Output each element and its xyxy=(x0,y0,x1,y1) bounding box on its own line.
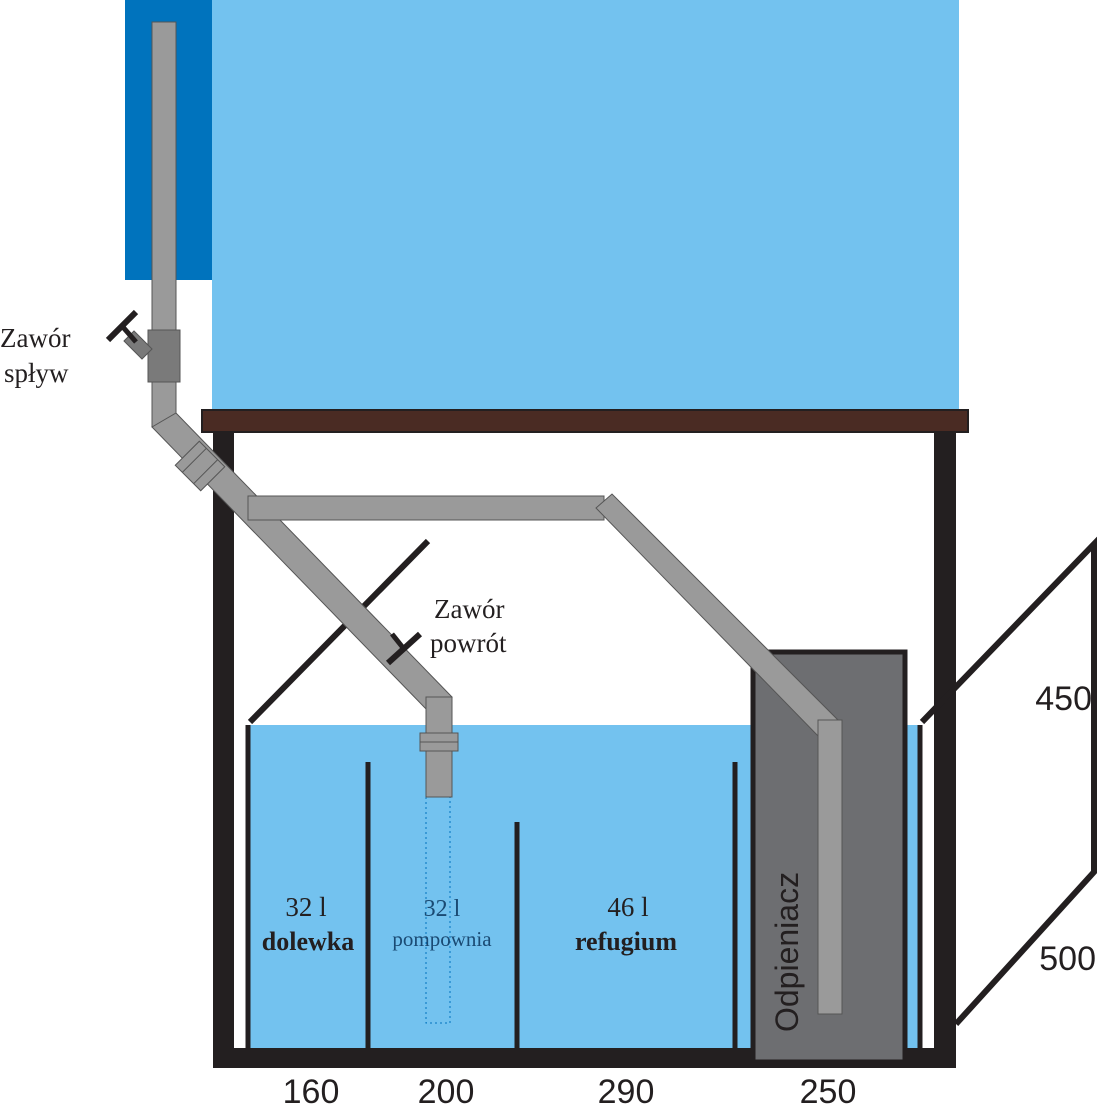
drain-valve-label-line2: spływ xyxy=(4,358,69,388)
stand-leg-left xyxy=(213,432,234,1068)
skimmer-pipe xyxy=(817,719,843,1015)
return-valve-handle-stem xyxy=(390,632,406,651)
width-4: 250 xyxy=(800,1073,857,1107)
chamber-1-volume: 32 l xyxy=(285,892,326,922)
width-2: 200 xyxy=(418,1073,475,1107)
depth-dimension: 500 xyxy=(1039,940,1096,978)
chamber-3-volume: 46 l xyxy=(607,892,648,922)
width-3: 290 xyxy=(598,1073,655,1107)
door-right xyxy=(919,536,1097,1027)
stand-top-shelf xyxy=(201,409,969,433)
chamber-1-name: dolewka xyxy=(262,927,354,956)
door-left xyxy=(247,538,431,725)
chamber-2-volume: 32 l xyxy=(424,896,461,922)
display-tank xyxy=(212,0,959,412)
skimmer-feed-horizontal xyxy=(247,495,605,521)
drain-valve-label-line1: Zawór xyxy=(0,323,70,353)
skimmer-label: Odpieniacz xyxy=(769,872,805,1032)
chamber-2-name: pompownia xyxy=(392,927,492,951)
return-valve-label-line1: Zawór xyxy=(434,594,504,624)
skimmer-feed-diagonal xyxy=(595,493,841,739)
pipe-system xyxy=(123,21,843,1015)
width-1: 160 xyxy=(283,1073,340,1107)
drain-valve-handle-stem xyxy=(120,324,138,344)
return-valve-label-line2: powrót xyxy=(430,628,507,658)
stand-leg-right xyxy=(934,432,956,1068)
drain-valve-body xyxy=(147,329,181,383)
drain-union xyxy=(174,440,226,492)
chamber-3-name: refugium xyxy=(575,927,677,956)
height-dimension: 450 xyxy=(1035,680,1092,718)
